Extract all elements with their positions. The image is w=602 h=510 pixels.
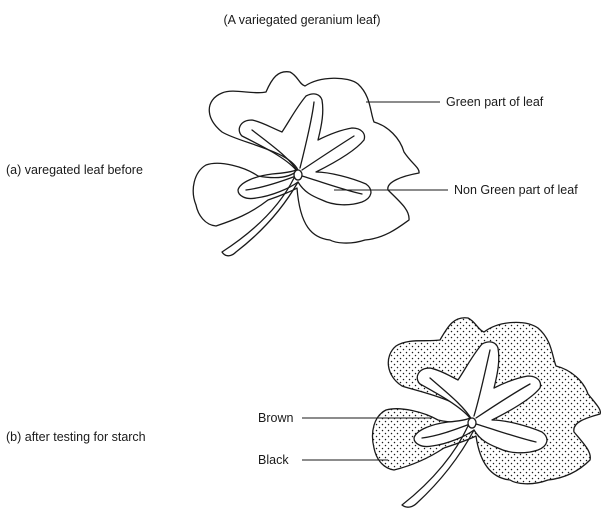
section-b-label: (b) after testing for starch bbox=[6, 430, 146, 444]
leaf-after-node bbox=[468, 418, 476, 428]
leaf-before-node bbox=[294, 170, 302, 180]
leaf-before-outer-outline bbox=[193, 72, 419, 243]
leaf-after bbox=[373, 318, 601, 507]
black-label: Black bbox=[258, 453, 289, 467]
diagram-title: (A variegated geranium leaf) bbox=[223, 13, 380, 27]
leaf-before-vein bbox=[300, 102, 314, 168]
leaf-before bbox=[193, 72, 419, 256]
green-part-label: Green part of leaf bbox=[446, 95, 544, 109]
brown-label: Brown bbox=[258, 411, 293, 425]
non-green-part-label: Non Green part of leaf bbox=[454, 183, 578, 197]
section-a-label: (a) varegated leaf before bbox=[6, 163, 143, 177]
leaf-before-vein bbox=[302, 136, 354, 170]
leaf-before-petiole bbox=[222, 178, 298, 256]
